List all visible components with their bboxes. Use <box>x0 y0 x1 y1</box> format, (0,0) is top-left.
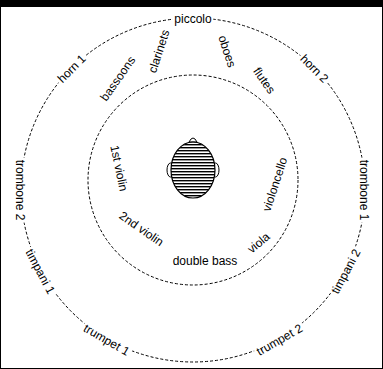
label-holder: violoncello <box>258 155 291 213</box>
instrument-label: viola <box>245 230 272 255</box>
label-holder: 2nd violin <box>117 207 168 249</box>
instrument-label: clarinets <box>146 28 171 74</box>
top-bar <box>0 0 383 7</box>
label-holder: 1st violin <box>107 144 132 193</box>
label-holder: oboes <box>215 33 240 69</box>
label-holder: horn 1 <box>52 49 90 87</box>
instrument-label: timpani 2 <box>328 245 363 297</box>
label-holder: timpani 2 <box>325 244 364 298</box>
label-holder: trumpet 2 <box>251 318 306 359</box>
instrument-label: horn 1 <box>54 51 89 86</box>
instrument-label: violoncello <box>261 156 290 213</box>
instrument-label: trombone 1 <box>358 158 370 223</box>
label-holder: trombone 1 <box>357 158 373 223</box>
instrument-label: flutes <box>251 65 277 95</box>
instrument-label: trombone 2 <box>14 158 26 223</box>
listener-head <box>167 138 219 198</box>
instrument-label: oboes <box>216 34 238 69</box>
label-holder: double bass <box>173 252 238 268</box>
label-holder: flutes <box>250 64 280 97</box>
label-holder: trumpet 1 <box>79 318 134 359</box>
instrument-label: bassoons <box>98 54 137 103</box>
instrument-label: timpani 1 <box>23 245 58 297</box>
instrument-label: horn 2 <box>296 51 331 86</box>
outer-ring <box>21 18 365 362</box>
label-holder: viola <box>243 228 272 256</box>
instrument-label: 1st violin <box>108 144 129 192</box>
inner-ring <box>88 75 298 285</box>
label-holder: timpani 1 <box>22 244 61 298</box>
label-holder: piccolo <box>172 10 213 26</box>
label-holder: trombone 2 <box>13 158 29 223</box>
instrument-label: trumpet 1 <box>80 321 133 359</box>
label-holder: horn 2 <box>296 49 334 87</box>
instrument-label: piccolo <box>172 13 213 25</box>
instrument-label: double bass <box>173 255 238 267</box>
label-holder: clarinets <box>143 27 172 74</box>
label-holder: bassoons <box>96 52 139 103</box>
instrument-label: trumpet 2 <box>253 321 306 359</box>
instrument-label: 2nd violin <box>117 209 165 248</box>
